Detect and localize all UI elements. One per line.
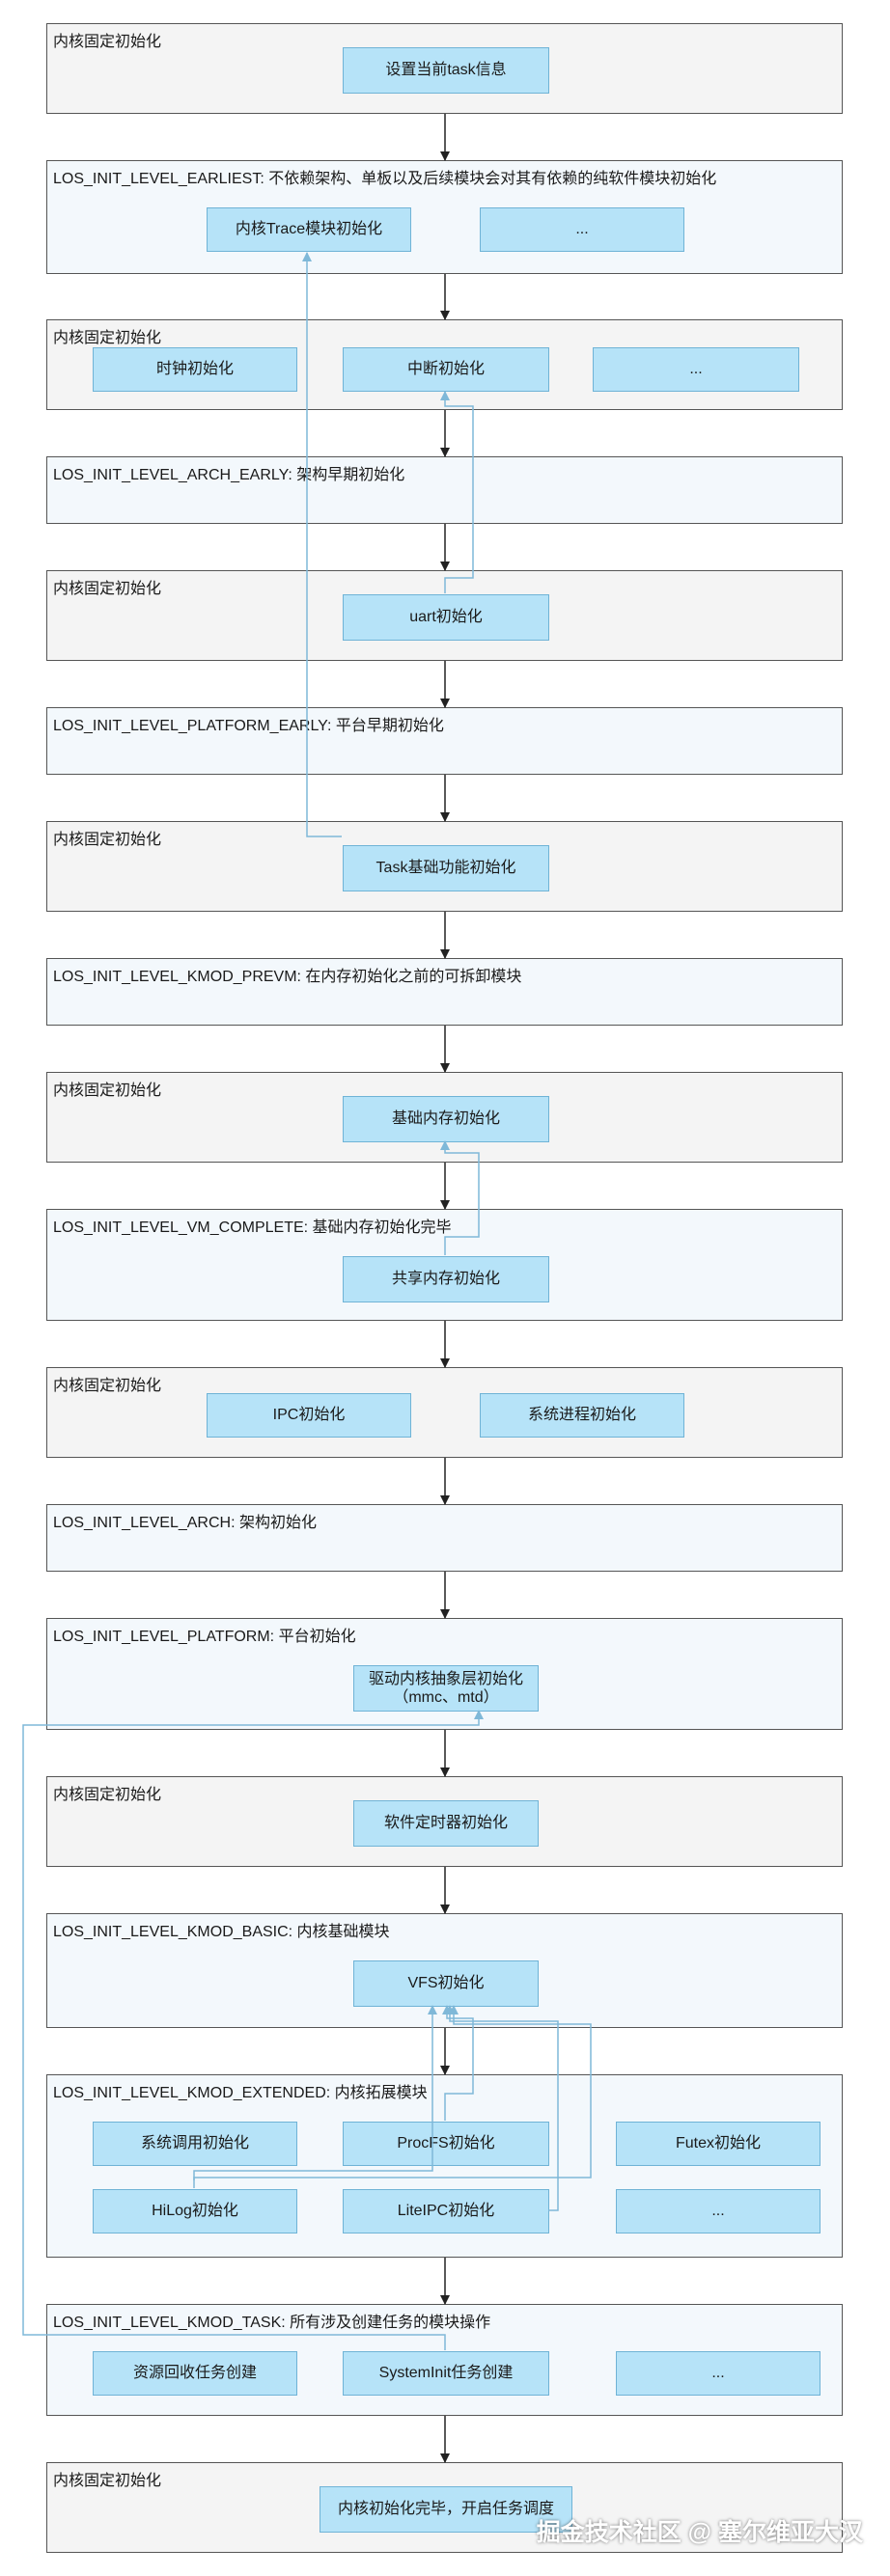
stage-label: LOS_INIT_LEVEL_PLATFORM: 平台初始化	[53, 1629, 356, 1645]
init-step-box: 共享内存初始化	[343, 1256, 549, 1302]
stage-4-level: LOS_INIT_LEVEL_ARCH_EARLY: 架构早期初始化	[46, 456, 843, 524]
init-step-box: ...	[480, 207, 684, 252]
stage-label: 内核固定初始化	[53, 1787, 162, 1803]
init-step-box: ...	[616, 2189, 820, 2233]
init-step-box: 基础内存初始化	[343, 1096, 549, 1142]
stage-11-fixed: 内核固定初始化 IPC初始化 系统进程初始化	[46, 1367, 843, 1458]
stage-label: 内核固定初始化	[53, 330, 162, 346]
stage-label: LOS_INIT_LEVEL_PLATFORM_EARLY: 平台早期初始化	[53, 718, 444, 734]
init-step-box: 设置当前task信息	[343, 47, 549, 94]
init-step-box: Task基础功能初始化	[343, 845, 549, 891]
init-step-box: HiLog初始化	[93, 2189, 297, 2233]
stage-5-fixed: 内核固定初始化 uart初始化	[46, 570, 843, 661]
stage-label: LOS_INIT_LEVEL_ARCH: 架构初始化	[53, 1515, 317, 1531]
init-step-box: uart初始化	[343, 594, 549, 641]
init-step-box: ...	[593, 347, 799, 392]
stage-2-level: LOS_INIT_LEVEL_EARLIEST: 不依赖架构、单板以及后续模块会…	[46, 160, 843, 274]
stage-label: 内核固定初始化	[53, 1378, 162, 1394]
init-step-box: 时钟初始化	[93, 347, 297, 392]
stage-15-level: LOS_INIT_LEVEL_KMOD_BASIC: 内核基础模块 VFS初始化	[46, 1913, 843, 2028]
stage-14-fixed: 内核固定初始化软件定时器初始化	[46, 1776, 843, 1867]
init-step-box: ProcFS初始化	[343, 2122, 549, 2166]
stage-1-fixed: 内核固定初始化设置当前task信息	[46, 23, 843, 114]
stage-9-fixed: 内核固定初始化基础内存初始化	[46, 1072, 843, 1163]
stage-label: 内核固定初始化	[53, 34, 162, 50]
stage-16-level: LOS_INIT_LEVEL_KMOD_EXTENDED: 内核拓展模块系统调用…	[46, 2074, 843, 2258]
stage-label: LOS_INIT_LEVEL_KMOD_BASIC: 内核基础模块	[53, 1924, 390, 1940]
stage-17-level: LOS_INIT_LEVEL_KMOD_TASK: 所有涉及创建任务的模块操作资…	[46, 2304, 843, 2416]
init-step-box: 资源回收任务创建	[93, 2351, 297, 2396]
init-step-box: 软件定时器初始化	[353, 1800, 539, 1847]
watermark: 掘金技术社区 @ 塞尔维亚大汉	[536, 2519, 863, 2546]
stage-8-level: LOS_INIT_LEVEL_KMOD_PREVM: 在内存初始化之前的可拆卸模…	[46, 958, 843, 1026]
stage-label: LOS_INIT_LEVEL_KMOD_PREVM: 在内存初始化之前的可拆卸模…	[53, 969, 522, 985]
stage-label: 内核固定初始化	[53, 832, 162, 848]
init-step-box: 驱动内核抽象层初始化 （mmc、mtd）	[353, 1665, 539, 1712]
stage-label: 内核固定初始化	[53, 1082, 162, 1099]
init-step-box: 系统进程初始化	[480, 1393, 684, 1438]
init-step-box: ...	[616, 2351, 820, 2396]
init-step-box: 系统调用初始化	[93, 2122, 297, 2166]
stage-label: LOS_INIT_LEVEL_KMOD_EXTENDED: 内核拓展模块	[53, 2085, 428, 2101]
stage-label: LOS_INIT_LEVEL_KMOD_TASK: 所有涉及创建任务的模块操作	[53, 2315, 491, 2331]
init-step-box: 内核初始化完毕，开启任务调度	[320, 2486, 572, 2533]
stage-label: LOS_INIT_LEVEL_VM_COMPLETE: 基础内存初始化完毕	[53, 1219, 452, 1236]
stage-10-level: LOS_INIT_LEVEL_VM_COMPLETE: 基础内存初始化完毕共享内…	[46, 1209, 843, 1321]
stage-label: LOS_INIT_LEVEL_EARLIEST: 不依赖架构、单板以及后续模块会…	[53, 171, 717, 187]
stage-label: LOS_INIT_LEVEL_ARCH_EARLY: 架构早期初始化	[53, 467, 405, 483]
stage-12-level: LOS_INIT_LEVEL_ARCH: 架构初始化	[46, 1504, 843, 1572]
stage-6-level: LOS_INIT_LEVEL_PLATFORM_EARLY: 平台早期初始化	[46, 707, 843, 775]
init-step-box: SystemInit任务创建	[343, 2351, 549, 2396]
stage-7-fixed: 内核固定初始化 Task基础功能初始化	[46, 821, 843, 912]
stage-18-fixed: 内核固定初始化内核初始化完毕，开启任务调度	[46, 2462, 843, 2553]
init-step-box: IPC初始化	[207, 1393, 411, 1438]
init-step-box: 中断初始化	[343, 347, 549, 392]
stage-label: 内核固定初始化	[53, 2473, 162, 2489]
stage-3-fixed: 内核固定初始化时钟初始化 中断初始化...	[46, 319, 843, 410]
init-step-box: Futex初始化	[616, 2122, 820, 2166]
stage-label: 内核固定初始化	[53, 581, 162, 597]
stage-13-level: LOS_INIT_LEVEL_PLATFORM: 平台初始化驱动内核抽象层初始化…	[46, 1618, 843, 1730]
init-step-box: 内核Trace模块初始化	[207, 207, 411, 252]
init-step-box: LiteIPC初始化	[343, 2189, 549, 2233]
init-step-box: VFS初始化	[353, 1960, 539, 2007]
